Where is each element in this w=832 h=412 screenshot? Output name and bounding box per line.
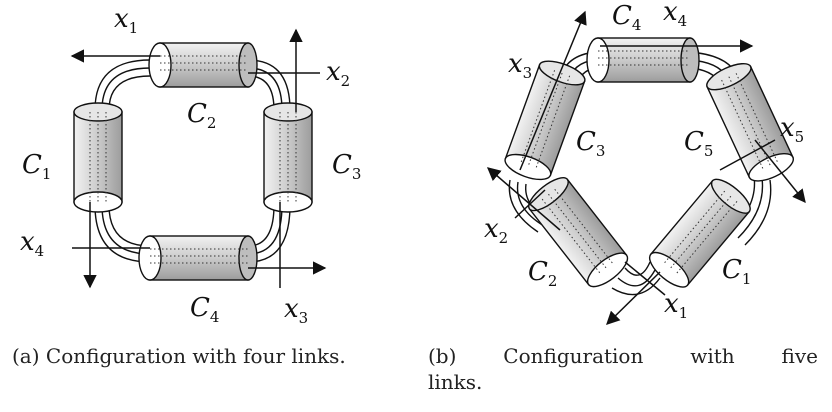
label-c3-a: C3 xyxy=(332,150,361,183)
axis-line-x2b-b xyxy=(514,189,546,219)
cylinder-c3-a xyxy=(263,102,313,213)
label-x4-b: x4 xyxy=(663,0,687,30)
figure-canvas: C1 C2 C3 C4 x1 x2 x3 x4 xyxy=(20,0,806,327)
axis-line-x5-b xyxy=(719,139,776,171)
axis-line-x1b-b xyxy=(624,261,666,296)
cylinder-c5-b xyxy=(706,62,794,182)
link-wires-a xyxy=(94,59,291,263)
caption-b-label: (b) xyxy=(428,344,457,368)
caption-a-label: (a) xyxy=(12,344,40,368)
panel-b: C4 C3 C5 C2 C1 x1 x2 x3 x4 x5 xyxy=(484,0,806,325)
label-x2-b: x2 xyxy=(484,214,508,247)
axis-arrow-x1-b xyxy=(606,271,661,325)
label-c1-b: C1 xyxy=(722,255,751,288)
axis-arrow-x5v-b xyxy=(754,139,806,204)
panel-a: C1 C2 C3 C4 x1 x2 x3 x4 xyxy=(20,4,361,327)
label-c5-b: C5 xyxy=(684,127,713,160)
caption-b-line2: links. xyxy=(428,370,483,394)
label-x3-a: x3 xyxy=(284,294,308,327)
axis-arrow-x2-b xyxy=(486,167,561,231)
caption-b: (b) Configuration with five links. xyxy=(428,343,828,395)
label-x5-b: x5 xyxy=(780,113,804,146)
caption-b-line1: (b) Configuration with five xyxy=(428,343,818,369)
cylinder-c4-b xyxy=(586,37,700,83)
label-x1-a: x1 xyxy=(114,4,138,37)
cylinder-c4-a xyxy=(138,235,258,281)
label-x1-b: x1 xyxy=(664,289,688,322)
caption-a-text: Configuration with four links. xyxy=(45,344,346,368)
label-x3-b: x3 xyxy=(508,49,532,82)
label-x4-a: x4 xyxy=(20,227,44,260)
caption-b-word-2: with xyxy=(690,344,735,368)
label-c2-b: C2 xyxy=(528,257,557,290)
label-c1-a: C1 xyxy=(22,150,51,183)
label-x2-a: x2 xyxy=(326,57,350,90)
cylinder-c2-a xyxy=(148,42,258,88)
cylinder-c3-b xyxy=(504,60,586,181)
label-c4-b: C4 xyxy=(612,1,641,34)
label-c4-a: C4 xyxy=(190,293,219,326)
cylinder-c1-b xyxy=(648,178,751,288)
label-c2-a: C2 xyxy=(187,99,216,132)
axis-arrow-x3-b xyxy=(519,10,587,171)
cylinder-c1-a xyxy=(73,102,123,213)
caption-b-word-1: Configuration xyxy=(503,344,644,368)
label-c3-b: C3 xyxy=(576,127,605,160)
caption-a: (a) Configuration with four links. xyxy=(12,343,372,369)
caption-b-word-3: five xyxy=(781,344,818,368)
cylinder-c2-b xyxy=(528,177,629,288)
